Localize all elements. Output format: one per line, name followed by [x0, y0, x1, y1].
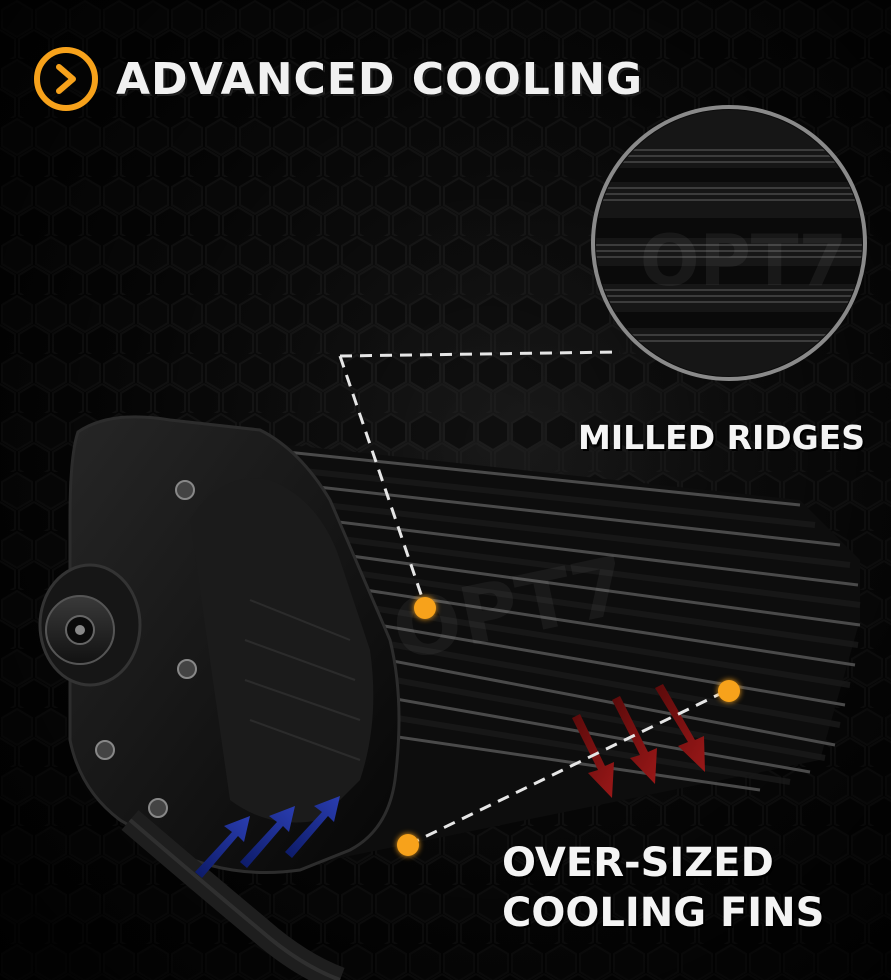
mount-knob: [38, 563, 142, 687]
milled-ridges-label: MILLED RIDGES: [578, 418, 866, 457]
section-header: ADVANCED COOLING: [34, 44, 643, 114]
fins-callout-dot-bottom: [397, 834, 419, 856]
zoom-watermark: OPT7: [640, 220, 847, 302]
airflow-in-arrows: [195, 796, 340, 878]
cooling-fins-label-line1: OVER-SIZED: [502, 840, 774, 886]
section-title: ADVANCED COOLING: [116, 53, 644, 105]
bracket-screws: [95, 480, 197, 818]
ridges-callout-dot: [414, 597, 436, 619]
chevron-right-icon: [34, 47, 98, 111]
milled-ridges-zoom: OPT7: [591, 105, 867, 381]
end-cap: [68, 415, 401, 874]
leader-lines: [338, 350, 729, 847]
cooling-fins-label-line2: COOLING FINS: [502, 890, 825, 936]
fins-callout-dot-top: [718, 680, 740, 702]
